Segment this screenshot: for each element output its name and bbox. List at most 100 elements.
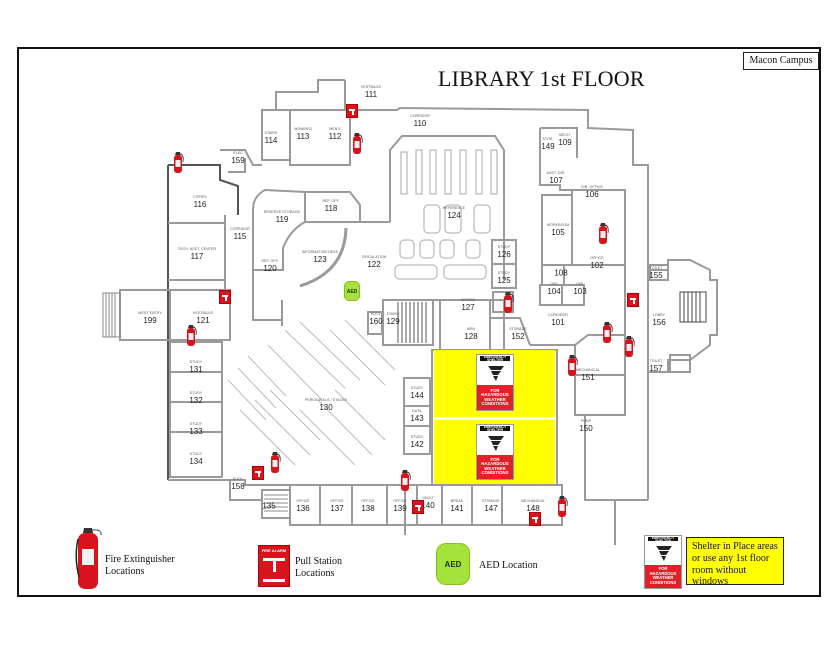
- room-133[interactable]: Study133: [189, 421, 203, 436]
- legend-aed-icon: AED: [436, 543, 470, 585]
- shelter-sign-header: EMERGENCY SHELTER: [479, 355, 511, 361]
- fire-extinguisher-icon: [173, 151, 184, 174]
- room-129[interactable]: Stairs129: [386, 311, 400, 326]
- room-125[interactable]: Study125: [497, 270, 511, 285]
- legend-aed: AED Location: [479, 560, 538, 572]
- page-title: LIBRARY 1st FLOOR: [438, 66, 645, 91]
- pull-station-header: FIRE ALARM: [261, 548, 287, 553]
- sign-line: WEATHER: [484, 465, 506, 471]
- pull-plate: [263, 579, 285, 582]
- room-116[interactable]: Copies116: [193, 194, 207, 209]
- shelter-sign-header: EMERGENCY SHELTER: [479, 425, 511, 431]
- pull-station-icon: [412, 500, 424, 514]
- sign-line: CONDITIONS: [649, 579, 677, 585]
- room-199[interactable]: West Entry199: [138, 310, 162, 325]
- room-128[interactable]: Men128: [464, 326, 478, 341]
- aed-icon: AED: [344, 281, 360, 301]
- room-104[interactable]: Off.104: [547, 281, 561, 296]
- room-158[interactable]: Elev.158: [231, 476, 245, 491]
- fire-extinguisher-icon: [186, 324, 197, 347]
- room-127[interactable]: Women127: [460, 297, 476, 312]
- room-123[interactable]: Information Desk123: [301, 249, 339, 264]
- sign-line: HAZARDOUS: [481, 461, 509, 467]
- room-136[interactable]: Office136: [296, 498, 310, 513]
- room-122[interactable]: Circulation122: [361, 254, 387, 269]
- room-119[interactable]: Reserve Storage119: [263, 209, 301, 224]
- sign-line: CONDITIONS: [481, 470, 509, 476]
- room-112[interactable]: Men's112: [328, 126, 342, 141]
- room-120[interactable]: Ref. Off.120: [261, 258, 279, 273]
- room-121[interactable]: Vestibule121: [192, 310, 214, 325]
- room-118[interactable]: Ref. Off.118: [322, 198, 340, 213]
- shelter-sign-header: EMERGENCY SHELTER: [647, 536, 679, 542]
- pull-station-icon: [529, 512, 541, 526]
- room-150[interactable]: Pump150: [579, 418, 593, 433]
- room-152[interactable]: Storage152: [509, 326, 527, 341]
- legend-extinguisher-line2: Locations: [105, 566, 145, 577]
- room-111[interactable]: Vestibule111: [360, 84, 382, 99]
- room-160[interactable]: Elev.160: [369, 311, 383, 326]
- room-103[interactable]: Off.103: [573, 281, 587, 296]
- room-114[interactable]: Stairs114: [264, 130, 278, 145]
- room-115[interactable]: Corridor115: [230, 226, 250, 241]
- room-117[interactable]: Tech. Asst. Center117: [177, 246, 217, 261]
- room-101[interactable]: Corridor101: [548, 312, 568, 327]
- room-130[interactable]: Periodicals / Stacks130: [304, 397, 348, 412]
- room-113[interactable]: Women's113: [294, 126, 312, 141]
- room-108[interactable]: 108: [554, 268, 568, 278]
- legend-pull-line1: Pull Station: [295, 556, 342, 567]
- tornado-icon: [656, 546, 672, 561]
- sign-line: FOR: [658, 566, 668, 572]
- fire-extinguisher-icon: [598, 222, 609, 245]
- pull-station-icon: [219, 290, 231, 304]
- legend-aed-text: AED Location: [479, 560, 538, 571]
- room-144[interactable]: Study144: [410, 385, 424, 400]
- room-134[interactable]: Study134: [189, 451, 203, 466]
- legend-pull-station-icon: FIRE ALARM: [258, 545, 290, 587]
- room-135[interactable]: 135: [262, 501, 276, 511]
- room-137[interactable]: Office137: [330, 498, 344, 513]
- fire-extinguisher-icon: [567, 354, 578, 377]
- fire-extinguisher-icon: [602, 321, 613, 344]
- room-105[interactable]: Workroom105: [546, 222, 570, 237]
- room-132[interactable]: Study132: [189, 390, 203, 405]
- room-131[interactable]: Study131: [189, 359, 203, 374]
- room-109[interactable]: Mech.109: [558, 132, 572, 147]
- pull-handle: [273, 560, 276, 572]
- room-159[interactable]: Elec159: [231, 150, 245, 165]
- room-147[interactable]: Storage147: [482, 498, 500, 513]
- sign-line: FOR: [490, 387, 500, 393]
- room-143[interactable]: Data143: [410, 408, 424, 423]
- sign-line: CONDITIONS: [481, 401, 509, 407]
- legend-shelter-note: Shelter in Place areas or use any 1st fl…: [686, 537, 784, 587]
- fire-extinguisher-icon: [352, 132, 363, 155]
- room-148[interactable]: Mechanical148: [521, 498, 545, 513]
- room-142[interactable]: Study142: [410, 434, 424, 449]
- legend-extinguisher-line1: Fire Extinguisher: [105, 554, 175, 565]
- room-138[interactable]: Office138: [361, 498, 375, 513]
- room-149[interactable]: Stor.149: [541, 136, 555, 151]
- fire-extinguisher-icon: [503, 291, 514, 314]
- fire-extinguisher-icon: [624, 335, 635, 358]
- room-124[interactable]: Reference124: [442, 205, 466, 220]
- pull-station-icon: [627, 293, 639, 307]
- tornado-icon: [488, 366, 504, 381]
- fire-extinguisher-icon: [400, 469, 411, 492]
- room-139[interactable]: Office139: [393, 498, 407, 513]
- sign-line: WEATHER: [484, 396, 506, 402]
- pull-station-icon: [252, 466, 264, 480]
- room-151[interactable]: Mechanical151: [576, 367, 600, 382]
- room-110[interactable]: Corridor110: [410, 113, 430, 128]
- room-106[interactable]: Dir. Office106: [581, 184, 603, 199]
- room-102[interactable]: Office102: [590, 255, 604, 270]
- room-140[interactable]: Vault140: [421, 495, 435, 510]
- room-156[interactable]: Lobby156: [652, 312, 666, 327]
- room-155[interactable]: Toilet155: [649, 265, 663, 280]
- room-141[interactable]: Break141: [450, 498, 464, 513]
- legend-pull-line2: Locations: [295, 568, 335, 579]
- room-157[interactable]: Toilet157: [649, 358, 663, 373]
- legend-pull-station: Pull Station Locations: [295, 556, 342, 580]
- room-126[interactable]: Study126: [497, 244, 511, 259]
- room-107[interactable]: Asst. Dir.107: [546, 170, 566, 185]
